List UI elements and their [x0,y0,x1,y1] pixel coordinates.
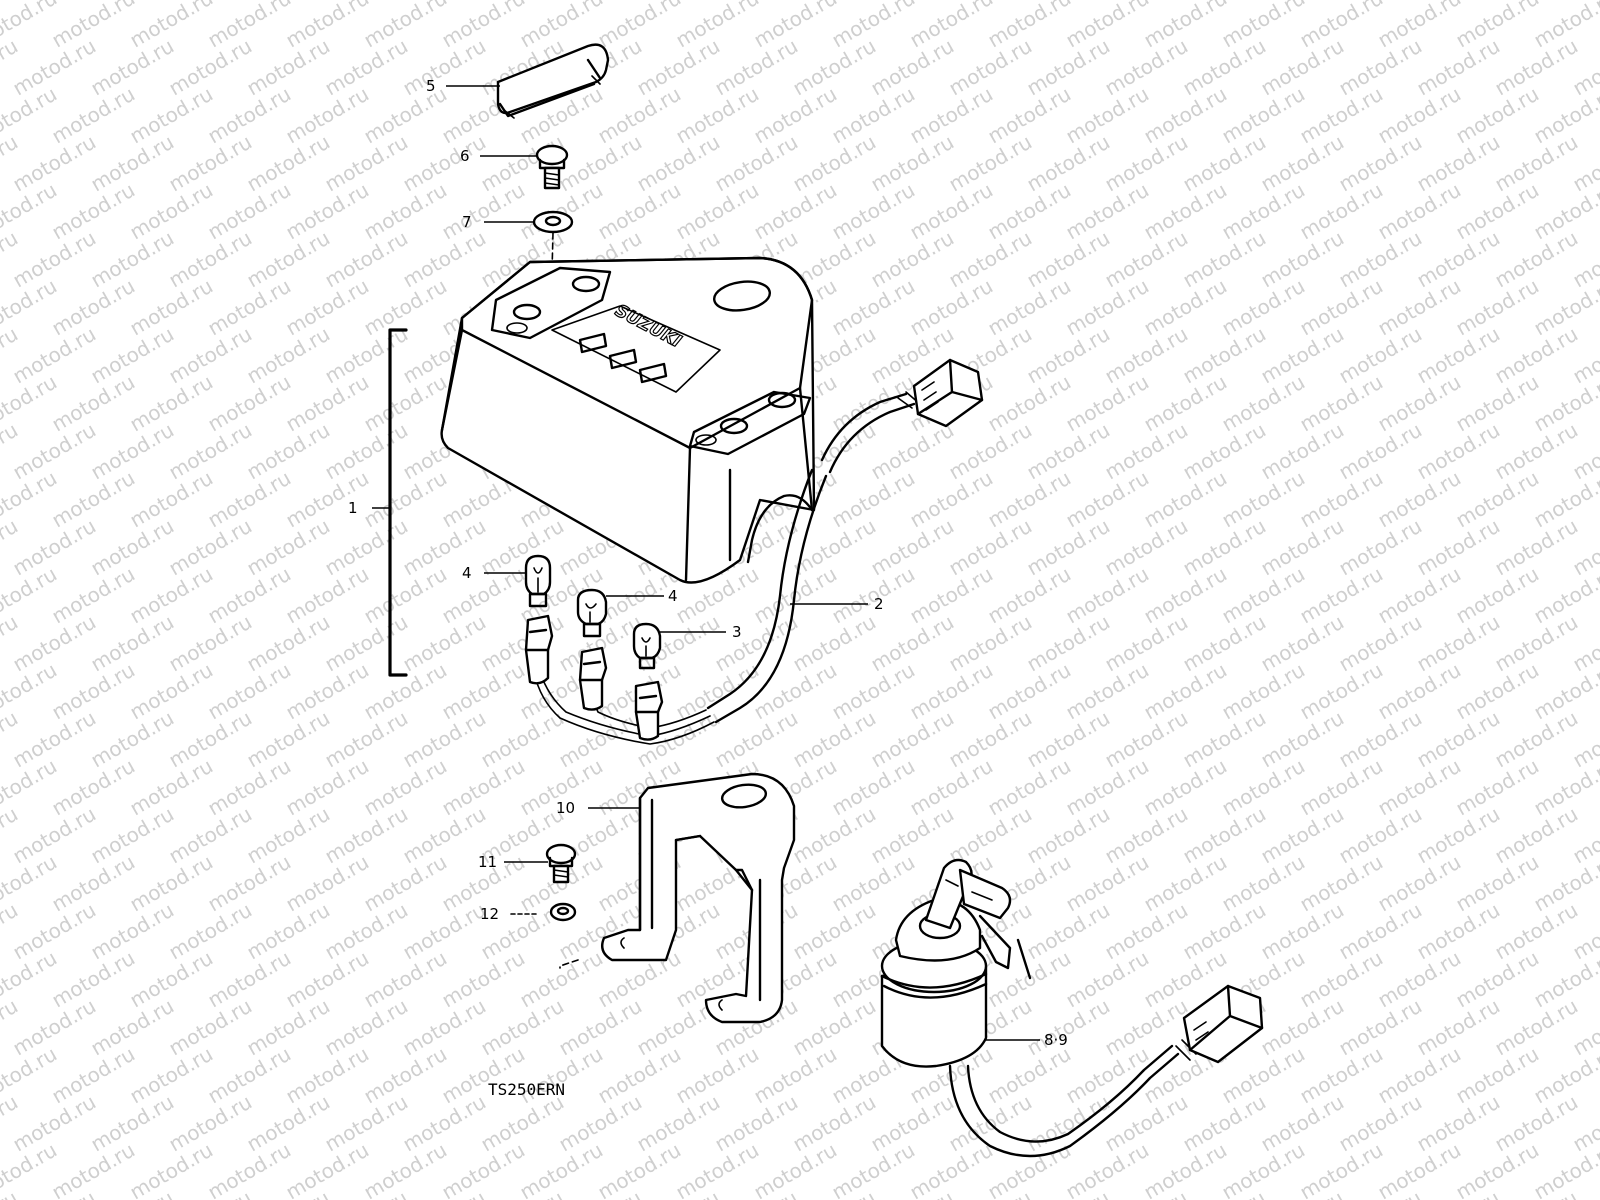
leaders-bulbs: 4 4 3 [462,564,742,641]
label-part-4-left: 4 [462,564,472,582]
part-4-socket-left [524,614,554,685]
label-part-12: 12 [480,905,499,923]
label-part-10: 10 [556,799,575,817]
part-3-socket [634,680,664,741]
label-part-8-9: 8·9 [1044,1031,1068,1049]
label-part-6: 6 [460,147,470,165]
part-11-screw: 11 [478,843,577,884]
model-code: TS250ERN [488,1080,565,1099]
part-8-9-ignition-switch: 8·9 [880,858,1264,1158]
part-12-washer: 12 [480,902,577,923]
part-5-cap [496,43,610,119]
part-1-indicator-housing: SUZUKI [440,256,816,584]
part-2-wire-harness: 2 [533,358,984,745]
label-part-1: 1 [348,499,358,517]
watermark-text: motod.ru [1569,0,1600,4]
part-1-bracket: 1 [348,328,408,677]
part-3-bulb [632,622,662,670]
part-4-bulb-middle [576,588,608,638]
leaders-top: 5 6 7 [426,77,537,231]
label-part-3: 3 [732,623,742,641]
label-part-2: 2 [874,595,884,613]
part-4-bulb-left [524,554,552,608]
part-10-bracket: 10 [556,772,796,1024]
label-part-4-right: 4 [668,587,678,605]
label-part-7: 7 [462,213,472,231]
part-6-screw [535,144,569,190]
label-part-5: 5 [426,77,436,95]
label-part-11: 11 [478,853,497,871]
part-4-socket-middle [578,646,608,711]
